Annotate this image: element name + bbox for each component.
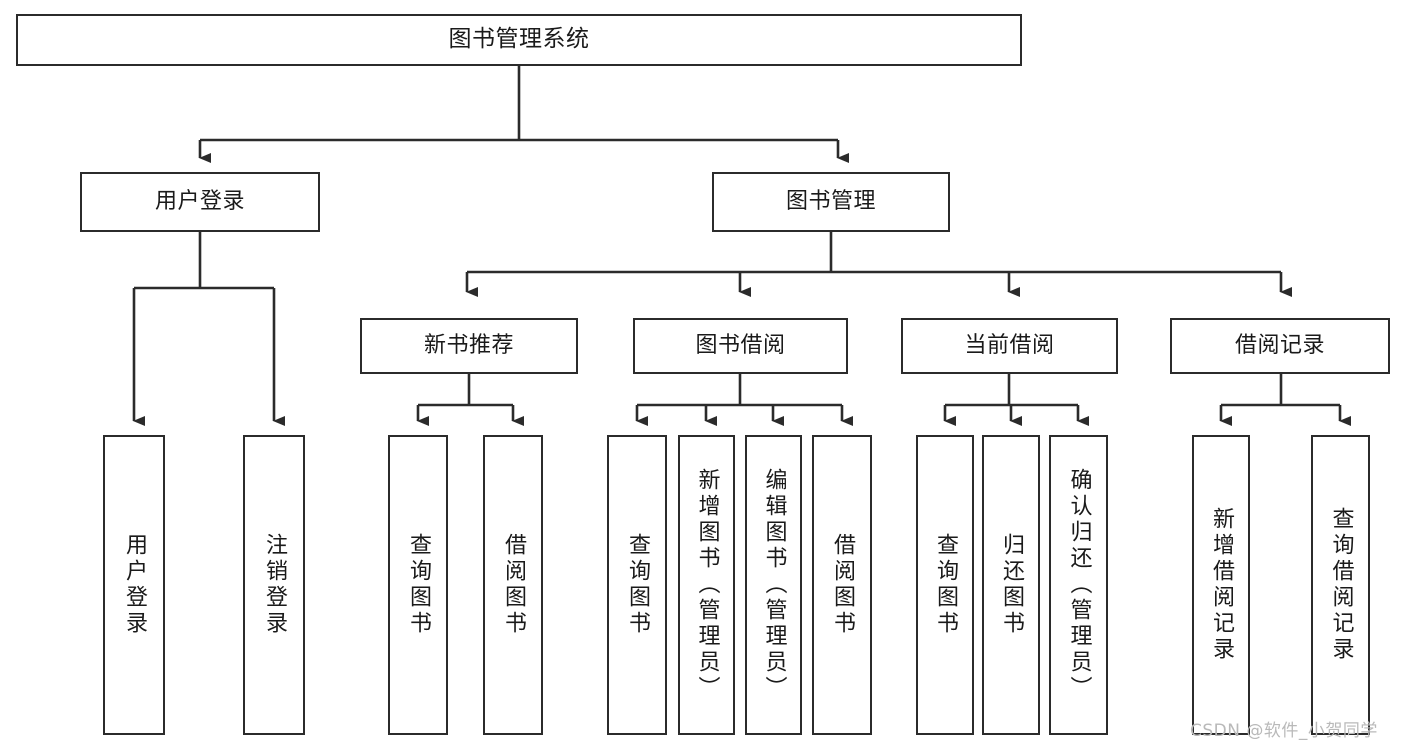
node-leaf-return-book-label: 归还图书 (999, 533, 1024, 637)
node-leaf-user-logout[interactable]: 注销登录 (243, 435, 305, 735)
node-leaf-query-book-recommend[interactable]: 查询图书 (388, 435, 448, 735)
node-root-label: 图书管理系统 (448, 26, 590, 53)
node-borrow-records-label: 借阅记录 (1234, 333, 1325, 359)
node-leaf-return-book[interactable]: 归还图书 (982, 435, 1040, 735)
node-new-book-recommend[interactable]: 新书推荐 (360, 318, 578, 374)
node-borrow-records[interactable]: 借阅记录 (1170, 318, 1390, 374)
node-book-borrow-label: 图书借阅 (695, 333, 786, 359)
node-user-login-label: 用户登录 (154, 189, 245, 215)
node-leaf-query-borrow-record[interactable]: 查询借阅记录 (1311, 435, 1370, 735)
node-book-management-label: 图书管理 (785, 189, 876, 215)
node-leaf-query-book-recommend-label: 查询图书 (406, 533, 431, 637)
node-leaf-user-logout-label: 注销登录 (262, 533, 287, 637)
node-leaf-borrow-book[interactable]: 借阅图书 (812, 435, 872, 735)
node-book-management[interactable]: 图书管理 (712, 172, 950, 232)
node-leaf-query-book-current[interactable]: 查询图书 (916, 435, 974, 735)
node-leaf-query-book-current-label: 查询图书 (933, 533, 958, 637)
node-leaf-add-book-admin-label: 新增图书（管理员） (694, 468, 720, 702)
node-user-login[interactable]: 用户登录 (80, 172, 320, 232)
node-leaf-confirm-return-admin[interactable]: 确认归还（管理员） (1049, 435, 1108, 735)
watermark-text: CSDN @软件_小贺同学 (1190, 721, 1378, 741)
node-leaf-add-book-admin[interactable]: 新增图书（管理员） (678, 435, 735, 735)
node-leaf-query-borrow-record-label: 查询借阅记录 (1328, 507, 1354, 663)
node-leaf-borrow-book-recommend-label: 借阅图书 (501, 533, 526, 637)
node-leaf-add-borrow-record[interactable]: 新增借阅记录 (1192, 435, 1250, 735)
node-book-borrow[interactable]: 图书借阅 (633, 318, 848, 374)
node-leaf-user-login-label: 用户登录 (122, 533, 147, 637)
node-leaf-borrow-book-recommend[interactable]: 借阅图书 (483, 435, 543, 735)
node-new-book-recommend-label: 新书推荐 (423, 333, 514, 359)
node-leaf-user-login[interactable]: 用户登录 (103, 435, 165, 735)
node-leaf-confirm-return-admin-label: 确认归还（管理员） (1066, 468, 1092, 702)
node-leaf-query-book-borrow-label: 查询图书 (625, 533, 650, 637)
node-current-borrow[interactable]: 当前借阅 (901, 318, 1118, 374)
node-leaf-borrow-book-label: 借阅图书 (830, 533, 855, 637)
node-leaf-edit-book-admin[interactable]: 编辑图书（管理员） (745, 435, 802, 735)
node-current-borrow-label: 当前借阅 (964, 333, 1055, 359)
node-leaf-add-borrow-record-label: 新增借阅记录 (1209, 507, 1234, 663)
node-leaf-query-book-borrow[interactable]: 查询图书 (607, 435, 667, 735)
node-leaf-edit-book-admin-label: 编辑图书（管理员） (761, 468, 787, 702)
node-root[interactable]: 图书管理系统 (16, 14, 1022, 66)
